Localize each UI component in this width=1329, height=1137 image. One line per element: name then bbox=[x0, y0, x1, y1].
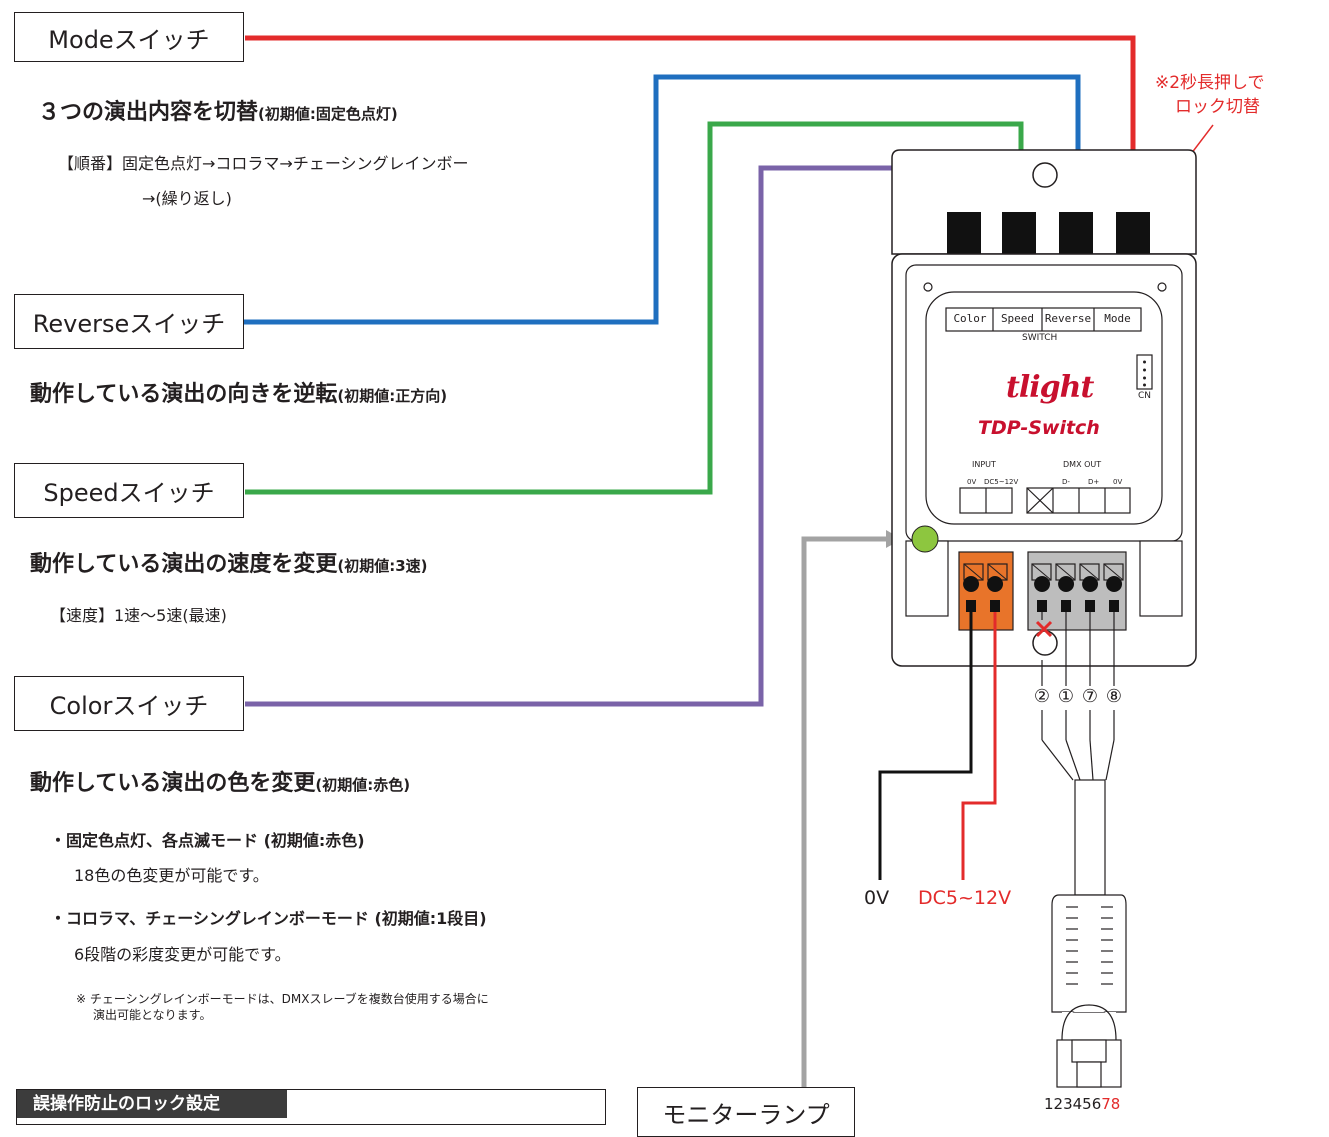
color-item2-title: ・コロラマ、チェーシングレインボーモード (初期値:1段目) bbox=[50, 909, 487, 928]
switch-label-color: Color bbox=[953, 312, 987, 325]
pin-circle-7: ⑦ bbox=[1081, 686, 1099, 707]
reverse-default: (初期値:正方向) bbox=[337, 387, 448, 405]
zero-v-wire bbox=[878, 612, 973, 880]
speed-switch-label: Speedスイッチ bbox=[14, 463, 244, 518]
color-item1-desc: 18色の色変更が可能です。 bbox=[74, 866, 269, 885]
color-item1-title: ・固定色点灯、各点滅モード (初期値:赤色) bbox=[50, 831, 365, 850]
speed-title: 動作している演出の速度を変更(初期値:3速) bbox=[30, 546, 428, 578]
lock-note-line2: ロック切替 bbox=[1175, 97, 1260, 117]
mode-title: ３つの演出内容を切替(初期値:固定色点灯) bbox=[38, 94, 398, 126]
reverse-wire bbox=[243, 74, 1081, 325]
mode-title-text: ３つの演出内容を切替 bbox=[38, 100, 259, 125]
pin-circle-1: ① bbox=[1057, 686, 1075, 707]
lock-section-title: 誤操作防止のロック設定 bbox=[17, 1090, 287, 1118]
connector-pins-red: 78 bbox=[1101, 1095, 1121, 1113]
mode-button bbox=[1116, 212, 1150, 254]
input-label: INPUT bbox=[972, 460, 996, 469]
color-title-text: 動作している演出の色を変更 bbox=[30, 771, 316, 796]
mode-order-line1: 【順番】固定色点灯→コロラマ→チェーシングレインボー bbox=[58, 154, 469, 173]
mode-switch-label: Modeスイッチ bbox=[14, 12, 244, 62]
monitor-wire bbox=[801, 536, 892, 1090]
reverse-title: 動作している演出の向きを逆転(初期値:正方向) bbox=[30, 376, 447, 408]
model-name: TDP-Switch bbox=[978, 417, 1100, 439]
switch-label-reverse: Reverse bbox=[1044, 312, 1092, 325]
reverse-button bbox=[1059, 212, 1093, 254]
dmx-pin-dplus: D+ bbox=[1088, 478, 1100, 486]
lock-section: 誤操作防止のロック設定 bbox=[16, 1089, 606, 1125]
dmx-pin-dminus: D- bbox=[1062, 478, 1070, 486]
mode-default: (初期値:固定色点灯) bbox=[258, 105, 398, 123]
switch-label-speed: Speed bbox=[1000, 312, 1035, 325]
monitor-lamp bbox=[911, 525, 939, 553]
connector-pins-black: 123456 bbox=[1044, 1095, 1102, 1113]
brand-logo: tlight bbox=[1006, 370, 1094, 405]
label-panel bbox=[925, 291, 1163, 525]
dc-wire bbox=[961, 612, 997, 880]
color-item2-desc: 6段階の彩度変更が可能です。 bbox=[74, 945, 291, 964]
reverse-switch-label: Reverseスイッチ bbox=[14, 294, 244, 349]
zero-v-label: 0V bbox=[864, 887, 890, 909]
pin-circle-2: ② bbox=[1033, 686, 1051, 707]
speed-default: (初期値:3速) bbox=[337, 557, 428, 575]
cable bbox=[1074, 779, 1106, 896]
dc-label: DC5~12V bbox=[918, 887, 1012, 909]
dmx-pin-0v: 0V bbox=[1113, 478, 1123, 486]
reverse-title-text: 動作している演出の向きを逆転 bbox=[30, 382, 338, 407]
mount-hole-top bbox=[1032, 162, 1058, 188]
rj45-boot bbox=[1051, 894, 1127, 1013]
speed-button bbox=[1002, 212, 1036, 254]
color-note-line2: 演出可能となります。 bbox=[93, 1008, 212, 1022]
cn-connector bbox=[1136, 354, 1153, 390]
mode-order-line2: →(繰り返し) bbox=[142, 189, 232, 208]
color-note-line1: ※ チェーシングレインボーモードは、DMXスレーブを複数台使用する場合に bbox=[76, 992, 489, 1006]
input-pin-dc: DC5~12V bbox=[984, 478, 1019, 486]
color-default: (初期値:赤色) bbox=[315, 776, 411, 794]
pin-circle-8: ⑧ bbox=[1105, 686, 1123, 707]
input-pin-0v: 0V bbox=[967, 478, 977, 486]
speed-title-text: 動作している演出の速度を変更 bbox=[30, 552, 338, 577]
color-wire bbox=[245, 165, 967, 707]
color-button bbox=[947, 212, 981, 254]
cn-label: CN bbox=[1138, 391, 1152, 401]
connector-pins: 12345678 bbox=[1044, 1095, 1120, 1113]
monitor-lamp-label: モニターランプ bbox=[637, 1087, 855, 1137]
lock-note-line1: ※2秒長押しで bbox=[1155, 73, 1265, 93]
switch-caption: SWITCH bbox=[1022, 333, 1058, 343]
speed-range: 【速度】1速〜5速(最速) bbox=[50, 606, 227, 625]
switch-label-mode: Mode bbox=[1104, 312, 1131, 325]
color-switch-label: Colorスイッチ bbox=[14, 676, 244, 731]
color-title: 動作している演出の色を変更(初期値:赤色) bbox=[30, 765, 410, 797]
dmx-label: DMX OUT bbox=[1063, 460, 1102, 469]
